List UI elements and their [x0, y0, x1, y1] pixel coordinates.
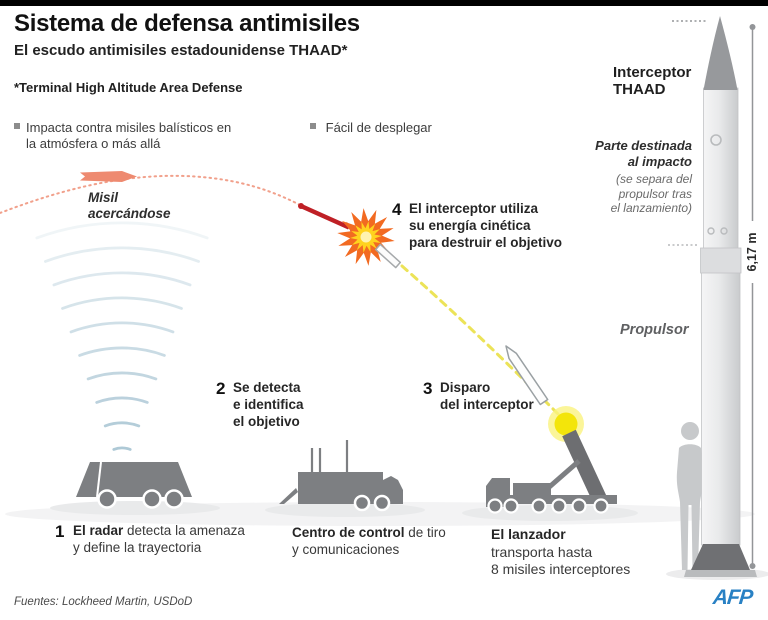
- explosion-burst: [333, 204, 399, 270]
- impact-note-line3: el lanzamiento): [610, 201, 692, 215]
- incoming-missile-label: Misil acercándose: [88, 190, 171, 222]
- enemy-missile-icon: [80, 171, 137, 182]
- step2-line3: el objetivo: [233, 414, 300, 429]
- launcher-label: El lanzador transporta hasta 8 misiles i…: [491, 526, 630, 579]
- step2-line2: e identifica: [233, 397, 304, 412]
- step1-line2: y define la trayectoria: [73, 540, 202, 555]
- control-center-truck: [279, 440, 403, 512]
- step2-label: Se detecta e identifica el objetivo: [233, 379, 304, 430]
- feature-deploy: Fácil de desplegar: [310, 120, 432, 136]
- step4-label: El interceptor utiliza su energía cinéti…: [409, 200, 562, 251]
- feature-impact-line2: la atmósfera o más allá: [26, 135, 161, 151]
- interceptor-title-line2: THAAD: [613, 81, 666, 98]
- impact-note-line1: (se separa del: [615, 172, 692, 186]
- control-rest: de tiro: [404, 525, 446, 540]
- step3-label: Disparo del interceptor: [440, 379, 534, 413]
- kill-vehicle-icon: [374, 243, 402, 269]
- launcher-line3: 8 misiles interceptores: [491, 561, 631, 577]
- impact-part-note: (se separa del propulsor tras el lanzami…: [611, 172, 692, 216]
- interceptor-title: Interceptor THAAD: [613, 64, 691, 98]
- radar-beam: [35, 221, 209, 451]
- step4-number: 4: [392, 200, 402, 219]
- step2-line1: Se detecta: [233, 380, 301, 395]
- step1-label: El radar detecta la amenaza y define la …: [73, 522, 245, 556]
- page-subtitle: El escudo antimisiles estadounidense THA…: [14, 42, 348, 59]
- launcher-line2: transporta hasta: [491, 543, 593, 560]
- booster-label: Propulsor: [620, 322, 689, 338]
- height-measure-line: [668, 20, 756, 569]
- step1-rest: detecta la amenaza: [123, 523, 245, 538]
- step1-bold: El radar: [73, 523, 124, 538]
- feature-deploy-label: Fácil de desplegar: [325, 120, 432, 135]
- afp-logo: AFP: [711, 586, 754, 609]
- step3-number: 3: [423, 379, 433, 398]
- step1-number: 1: [55, 522, 65, 541]
- incoming-missile-label-line2: acercándose: [88, 206, 171, 221]
- launcher-bold: El lanzador: [491, 526, 566, 542]
- step4-line1: El interceptor utiliza: [409, 201, 539, 216]
- step4-line3: para destruir el objetivo: [409, 235, 563, 250]
- impact-note-line2: propulsor tras: [618, 186, 692, 201]
- interceptor-trajectory: [400, 264, 564, 420]
- impact-part-line2: al impacto: [627, 154, 692, 169]
- launcher-truck: [486, 429, 617, 514]
- bullet-square-icon: [14, 123, 20, 129]
- thaad-footnote: *Terminal High Altitude Area Defense: [14, 80, 243, 95]
- step2-number: 2: [216, 379, 226, 398]
- control-center-label: Centro de control de tiro y comunicacion…: [292, 524, 446, 558]
- feature-impact-line1: Impacta contra misiles balísticos en: [26, 120, 232, 135]
- thaad-rocket: [684, 16, 757, 577]
- bullet-square-icon: [310, 123, 316, 129]
- human-figure: [676, 422, 704, 570]
- impact-part-line1: Parte destinada: [595, 138, 692, 153]
- step3-line2: del interceptor: [440, 397, 534, 412]
- page-title: Sistema de defensa antimisiles: [14, 10, 360, 37]
- control-bold: Centro de control: [292, 525, 405, 540]
- step4-line2: su energía cinética: [409, 218, 531, 233]
- interceptor-icon: [505, 345, 549, 406]
- sources-credit: Fuentes: Lockheed Martin, USDoD: [14, 596, 193, 608]
- incoming-trajectory: [0, 174, 303, 214]
- incoming-missile-label-line1: Misil: [88, 190, 119, 205]
- step3-line1: Disparo: [440, 380, 491, 395]
- top-black-bar: [0, 0, 768, 6]
- control-line2: y comunicaciones: [292, 542, 400, 557]
- impact-part-label: Parte destinada al impacto: [595, 138, 692, 170]
- height-label: 6,17 m: [745, 221, 761, 283]
- interceptor-title-line1: Interceptor: [613, 64, 692, 81]
- radar-truck: [76, 461, 192, 509]
- feature-impact: Impacta contra misiles balísticos en la …: [14, 120, 231, 151]
